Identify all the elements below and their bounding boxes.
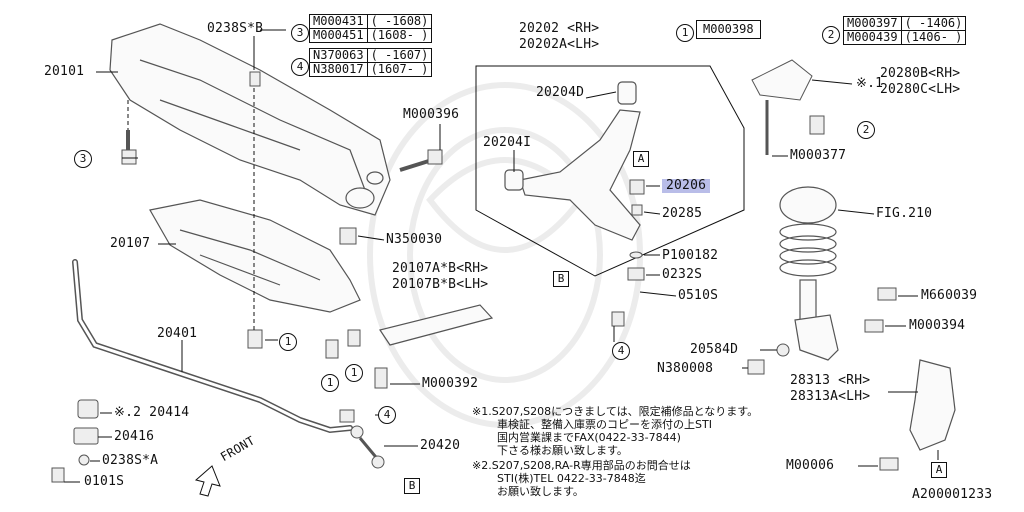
ref-box-a: A <box>633 151 649 167</box>
control-arm-20202 <box>504 81 641 241</box>
document-id: A200001233 <box>912 487 993 502</box>
ref-circle-1: 1 <box>345 364 363 382</box>
ref-circle-1: 1 <box>279 333 297 351</box>
ref-circle-3: 3 <box>291 24 309 42</box>
part-label-20584d[interactable]: 20584D <box>690 342 739 357</box>
legend-cell: (1406- ) <box>900 30 967 45</box>
legend-cell: M000397 <box>843 16 902 31</box>
note-line: 車検証、整備入庫票のコピーを添付の上STI <box>497 418 712 431</box>
legend-table-3: M000431( -1608) M000451(1608- ) <box>309 14 433 43</box>
part-label-0232s[interactable]: 0232S <box>662 267 703 282</box>
part-label-m660039[interactable]: M660039 <box>921 288 978 303</box>
knuckle-28313 <box>909 359 956 451</box>
part-label-0238sa[interactable]: 0238S*A <box>102 453 159 468</box>
part-label-0101s[interactable]: 0101S <box>84 474 125 489</box>
note-marker-1: ※.1 <box>856 76 884 91</box>
part-label-20280b[interactable]: 20280B<RH> <box>880 66 961 81</box>
ref-circle-3: 3 <box>74 150 92 168</box>
ref-circle-4: 4 <box>291 58 309 76</box>
part-label-m000377[interactable]: M000377 <box>790 148 847 163</box>
part-label-m00006[interactable]: M00006 <box>786 458 835 473</box>
part-label-fig210[interactable]: FIG.210 <box>876 206 933 221</box>
part-label-20206-highlighted[interactable]: 20206 <box>662 179 711 193</box>
ref-box-a: A <box>931 462 947 478</box>
note-line: お願い致します。 <box>497 485 584 498</box>
part-label-28313-rh[interactable]: 28313 <RH> <box>790 373 871 388</box>
part-label-0238sb[interactable]: 0238S*B <box>207 21 264 36</box>
legend-table-4: N370063( -1607) N380017(1607- ) <box>309 48 433 77</box>
note-line: ※2.S207,S208,RA-R専用部品のお問合せは <box>472 459 691 472</box>
part-label-m000396[interactable]: M000396 <box>403 107 460 122</box>
part-label-20401[interactable]: 20401 <box>157 326 198 341</box>
part-label-20107bb[interactable]: 20107B*B<LH> <box>392 277 489 292</box>
note-line: 国内営業課までFAX(0422-33-7844) <box>497 431 681 444</box>
ref-circle-4: 4 <box>378 406 396 424</box>
part-label-20420[interactable]: 20420 <box>420 438 461 453</box>
legend-cell: M000439 <box>843 30 902 45</box>
legend-cell: (1607- ) <box>366 62 433 77</box>
part-label-20107ab[interactable]: 20107A*B<RH> <box>392 261 489 276</box>
ref-circle-4: 4 <box>612 342 630 360</box>
legend-cell: N370063 <box>309 48 368 63</box>
legend-cell: ( -1406) <box>900 16 967 31</box>
control-arm-group-box <box>475 65 745 277</box>
part-label-20285[interactable]: 20285 <box>662 206 703 221</box>
legend-cell: M000451 <box>309 28 368 43</box>
legend-cell: ( -1607) <box>366 48 433 63</box>
ref-circle-2: 2 <box>822 26 840 44</box>
part-label-m000394[interactable]: M000394 <box>909 318 966 333</box>
ref-circle-1: 1 <box>321 374 339 392</box>
legend-cell: N380017 <box>309 62 368 77</box>
part-label-20202-rh[interactable]: 20202 <RH> <box>519 21 600 36</box>
part-label-m000392[interactable]: M000392 <box>422 376 479 391</box>
subframe-20107 <box>149 199 361 313</box>
legend-table-2: M000397( -1406) M000439(1406- ) <box>843 16 967 45</box>
stabilizer-link-20420 <box>350 425 385 469</box>
link-20107a <box>379 304 494 346</box>
note-line: STI(株)TEL 0422-33-7848迄 <box>497 472 646 485</box>
part-label-20204i[interactable]: 20204I <box>483 135 532 150</box>
legend-cell: (1608- ) <box>366 28 433 43</box>
part-label-n350030[interactable]: N350030 <box>386 232 443 247</box>
note-line: 下さる様お願い致します。 <box>497 444 628 457</box>
part-label-20202a-lh[interactable]: 20202A<LH> <box>519 37 600 52</box>
part-label-28313a-lh[interactable]: 28313A<LH> <box>790 389 871 404</box>
fasteners <box>121 71 899 471</box>
part-label-20107[interactable]: 20107 <box>110 236 151 251</box>
legend-cell: M000431 <box>309 14 368 29</box>
ref-box-b: B <box>404 478 420 494</box>
crossmember-20101 <box>109 23 391 216</box>
part-label-n380008[interactable]: N380008 <box>657 361 714 376</box>
strut-assembly <box>779 186 839 361</box>
part-label-p100182[interactable]: P100182 <box>662 248 719 263</box>
part-label-20280c[interactable]: 20280C<LH> <box>880 82 961 97</box>
ref-box-b: B <box>553 271 569 287</box>
legend-table-1: M000398 <box>696 20 761 39</box>
front-arrow <box>194 465 221 497</box>
legend-cell: ( -1608) <box>366 14 433 29</box>
part-label-20414[interactable]: ※.2 20414 <box>114 405 190 420</box>
part-label-20416[interactable]: 20416 <box>114 429 155 444</box>
ball-joint-20206 <box>627 179 645 281</box>
note-line: ※1.S207,S208につきましては、限定補修品となります。 <box>472 405 759 418</box>
part-label-20101[interactable]: 20101 <box>44 64 85 79</box>
part-label-0510s[interactable]: 0510S <box>678 288 719 303</box>
ref-circle-2: 2 <box>857 121 875 139</box>
part-label-20204d[interactable]: 20204D <box>536 85 585 100</box>
mount-20280 <box>751 59 813 101</box>
bushing-20414 <box>77 399 99 419</box>
ref-circle-1: 1 <box>676 24 694 42</box>
bracket-20416 <box>73 427 99 445</box>
legend-cell: M000398 <box>696 20 761 39</box>
